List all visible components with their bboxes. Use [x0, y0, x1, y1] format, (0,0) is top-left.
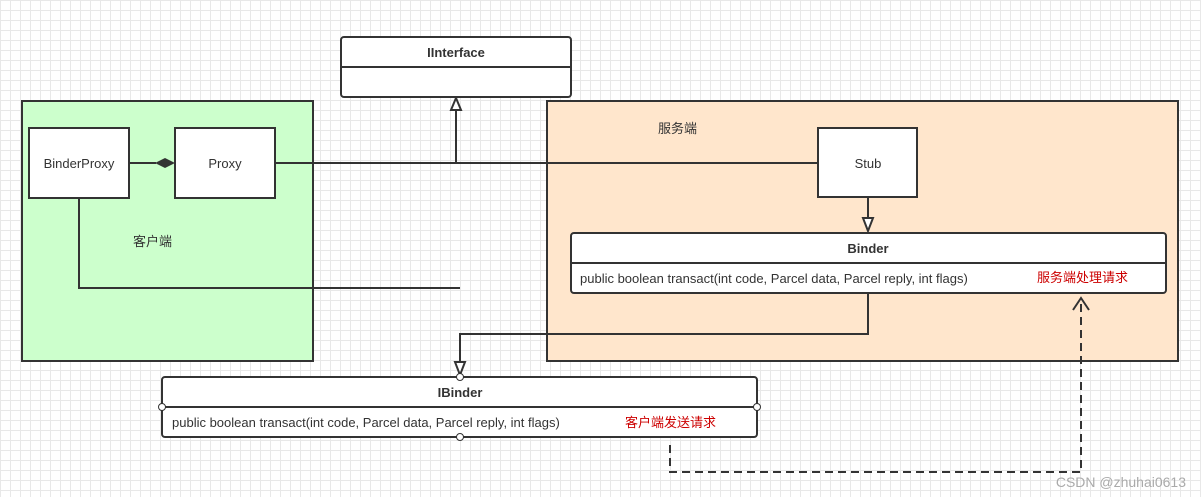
iinterface-title: IInterface [427, 45, 485, 60]
open-arrow-icon [1072, 296, 1090, 311]
proxy-label: Proxy [208, 156, 242, 171]
hollow-triangle-icon [453, 361, 467, 378]
connection-point[interactable] [456, 433, 464, 441]
binder-note: 服务端处理请求 [1037, 270, 1128, 285]
stub-label: Stub [855, 156, 882, 171]
watermark: CSDN @zhuhai0613 [1056, 474, 1186, 490]
ibinder-title: IBinder [438, 385, 483, 400]
binderproxy-ibinder-line [78, 198, 460, 289]
binder-ibinder-line [459, 293, 869, 362]
client-label: 客户端 [133, 234, 172, 249]
stub-class[interactable]: Stub [817, 127, 918, 198]
binderproxy-class[interactable]: BinderProxy [28, 127, 130, 199]
binder-class[interactable]: Binder public boolean transact(int code,… [570, 232, 1167, 294]
ibinder-note: 客户端发送请求 [625, 415, 716, 430]
composition-diamond-icon [155, 158, 175, 168]
hollow-triangle-icon [861, 217, 875, 234]
iinterface-class[interactable]: IInterface [340, 36, 572, 98]
connection-point[interactable] [753, 403, 761, 411]
server-label: 服务端 [658, 121, 697, 136]
connection-point[interactable] [456, 373, 464, 381]
proxy-class[interactable]: Proxy [174, 127, 276, 199]
hollow-triangle-icon [449, 95, 463, 111]
binder-title: Binder [847, 241, 888, 256]
binder-method: public boolean transact(int code, Parcel… [580, 271, 968, 286]
connection-point[interactable] [158, 403, 166, 411]
ibinder-method: public boolean transact(int code, Parcel… [172, 415, 560, 430]
ibinder-class[interactable]: IBinder public boolean transact(int code… [158, 373, 761, 441]
binderproxy-label: BinderProxy [44, 156, 115, 171]
request-flow-dashed [669, 302, 1082, 473]
